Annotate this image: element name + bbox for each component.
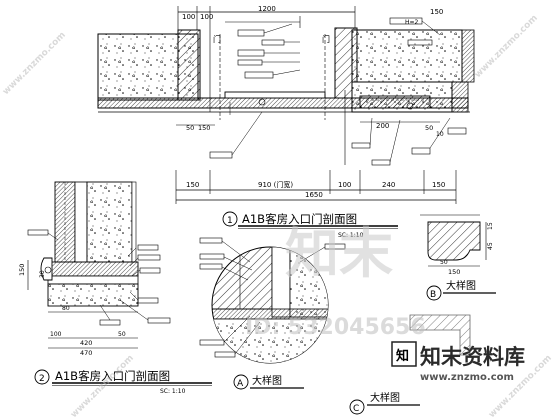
detail-c-letter: C — [353, 404, 359, 414]
dim-top-1200: 1200 — [258, 5, 276, 13]
detail-a-title: 大样图 — [252, 374, 282, 387]
dim-b-45: 45 — [487, 242, 494, 250]
watermark-url-top-left: www.znzmo.com — [1, 30, 68, 97]
dim-d-10: 10 — [436, 131, 444, 138]
dim-l-30: 30 — [39, 270, 46, 278]
section-1-title: A1B客房入口门剖面图 — [242, 212, 357, 226]
dim-bottom-910: 910 (门宽) — [258, 180, 293, 189]
dim-b-15: 15 — [487, 222, 494, 230]
watermark-id: ID: 532045656 — [245, 315, 426, 340]
dim-bottom-150: 150 — [186, 181, 199, 189]
dim-bottom-240: 240 — [382, 181, 395, 189]
watermark-url-bottom-left: www.znzmo.com — [69, 353, 136, 420]
dim-d-50b: 50 — [425, 124, 433, 132]
dim-l-150: 150 — [18, 264, 26, 276]
section-2-scale: SC: 1:10 — [160, 388, 186, 395]
dim-d-50a: 50 — [186, 124, 194, 132]
dim-top-100a: 100 — [182, 13, 195, 21]
dim-b-150: 150 — [448, 268, 460, 276]
watermark-url-top-right: www.znzmo.com — [473, 13, 540, 80]
dim-bottom-150b: 150 — [432, 181, 445, 189]
section-1-drawing: 100 100 1200 150 门 门 H=2 — [97, 5, 475, 239]
detail-c-drawing: C 大样图 — [349, 314, 471, 415]
section-2-title: A1B客房入口门剖面图 — [55, 369, 170, 383]
dim-l-420: 420 — [80, 339, 92, 347]
detail-c-title: 大样图 — [370, 391, 400, 404]
dim-l-50: 50 — [118, 331, 126, 338]
dim-top-150: 150 — [430, 8, 443, 16]
brand-logo-icon: 知 — [396, 348, 409, 364]
dim-total-1650: 1650 — [305, 191, 323, 199]
detail-b-drawing: 15 45 50 150 B 大样图 — [420, 214, 496, 301]
dim-d-150: 150 — [198, 124, 210, 132]
dim-l-100: 100 — [50, 331, 62, 338]
door-mark-left: 门 — [213, 34, 221, 44]
detail-a-letter: A — [237, 379, 244, 389]
dim-l-80: 80 — [62, 305, 70, 312]
section-2-number: 2 — [39, 374, 45, 384]
section-1-scale: SC: 1:10 — [338, 232, 364, 239]
watermark-logo-main: 知末 — [285, 222, 393, 285]
door-mark-right: 门 — [322, 34, 330, 44]
detail-b-title: 大样图 — [446, 279, 476, 292]
watermark-brand: 知 知末资料库 www.znzmo.com — [391, 341, 525, 383]
section-1-number: 1 — [227, 216, 233, 226]
dim-d-200: 200 — [376, 122, 389, 130]
section-2-drawing: 150 30 80 100 50 420 470 2 A1B客房入口门剖面图 S… — [18, 181, 212, 395]
cap-height-label: H=2 — [405, 19, 419, 26]
detail-b-letter: B — [430, 290, 436, 300]
dim-l-470: 470 — [80, 349, 92, 357]
dim-bottom-100: 100 — [338, 181, 351, 189]
dim-b-50: 50 — [440, 259, 448, 266]
watermark-brand-text: 知末资料库 — [420, 345, 525, 369]
dim-top-100b: 100 — [200, 13, 213, 21]
watermark-brand-url: www.znzmo.com — [420, 372, 514, 383]
